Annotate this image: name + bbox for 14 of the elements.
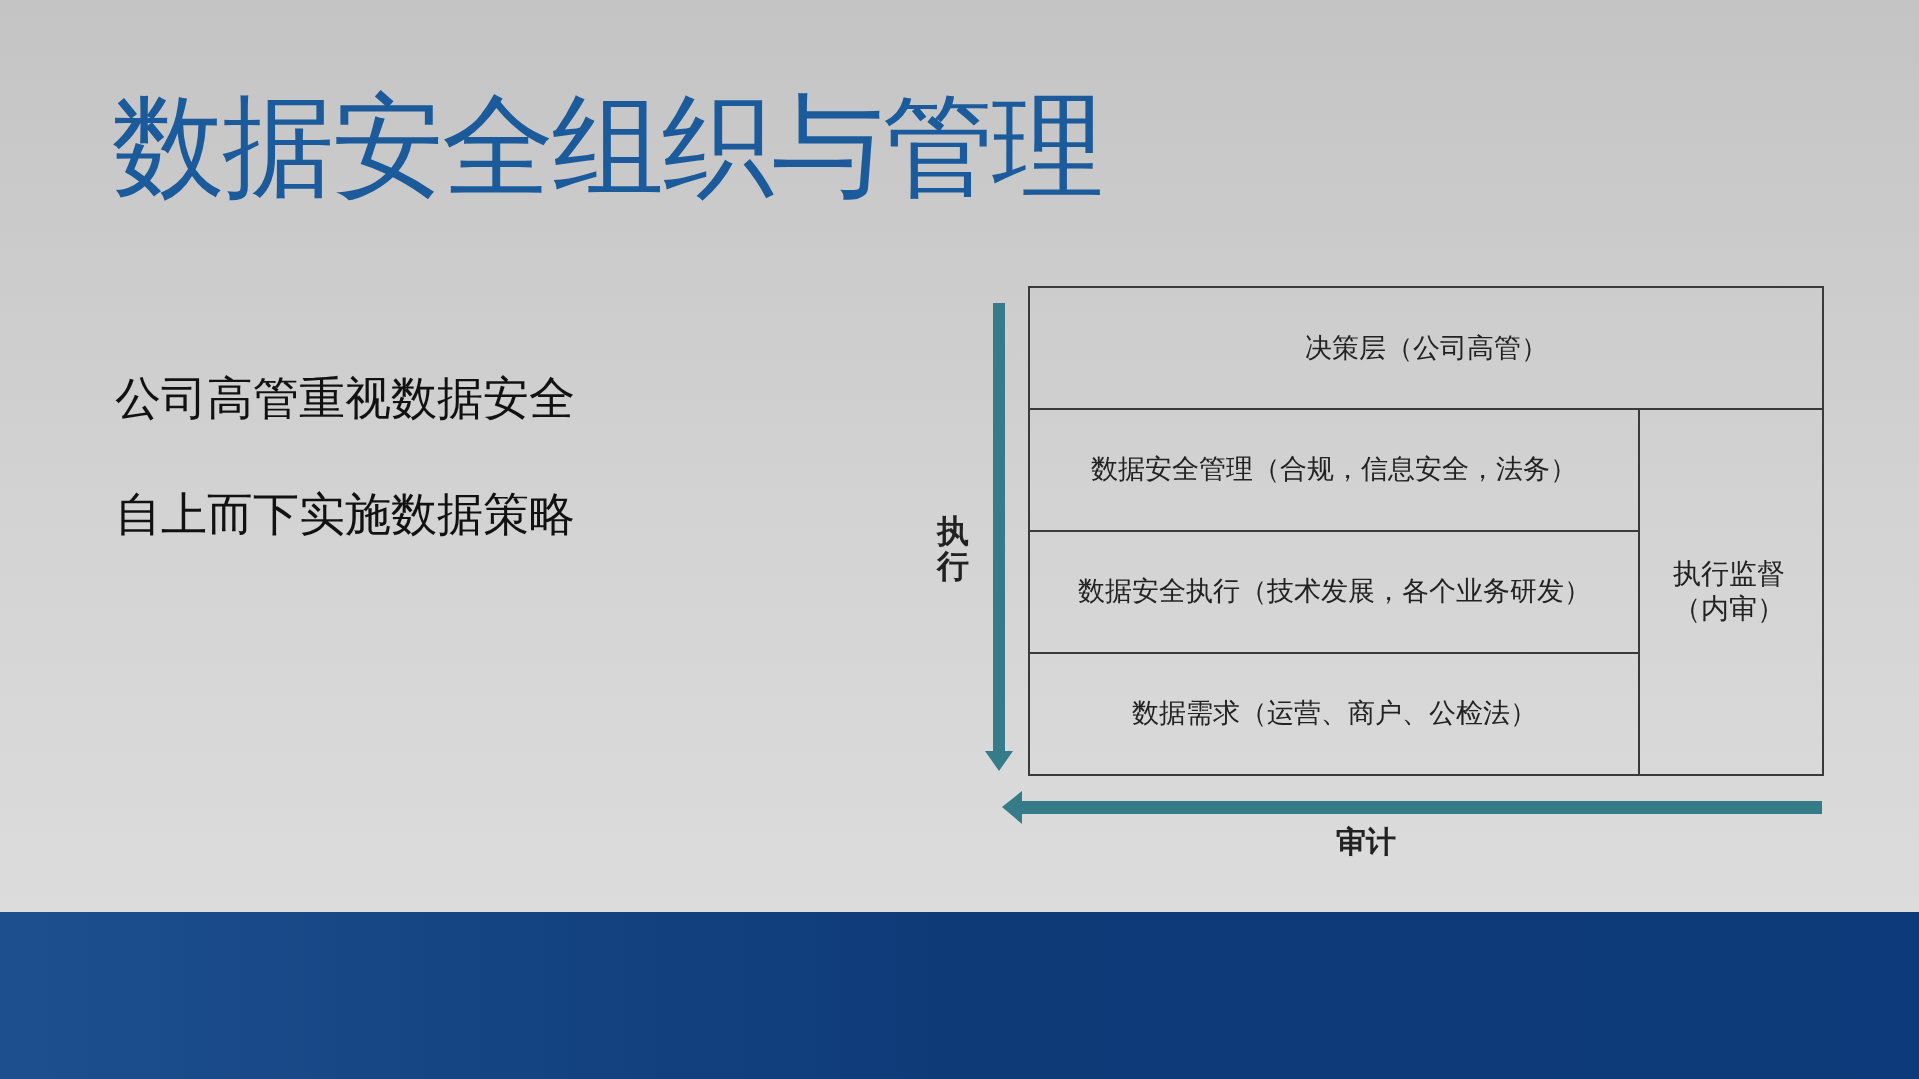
cell-text: 数据安全管理（合规，信息安全，法务） xyxy=(1091,452,1577,486)
cell-text: 执行监督（内审） xyxy=(1672,556,1786,626)
bullet-text: 公司高管重视数据安全 xyxy=(115,370,575,427)
bullet-text: 自上而下实施数据策略 xyxy=(115,486,575,543)
table-cell xyxy=(1028,652,1640,776)
cell-text: 决策层（公司高管） xyxy=(1304,331,1548,365)
axis-label: 执行 xyxy=(937,514,969,585)
table-cell xyxy=(1028,408,1640,532)
cell-text: 数据需求（运营、商户、公检法） xyxy=(1131,696,1537,730)
axis-label: 审计 xyxy=(1336,823,1396,861)
table-cell xyxy=(1028,530,1640,654)
slide-title: 数据安全组织与管理 xyxy=(112,80,1102,213)
cell-text: 数据安全执行（技术发展，各个业务研发） xyxy=(1077,574,1591,608)
table-cell xyxy=(1028,286,1824,410)
